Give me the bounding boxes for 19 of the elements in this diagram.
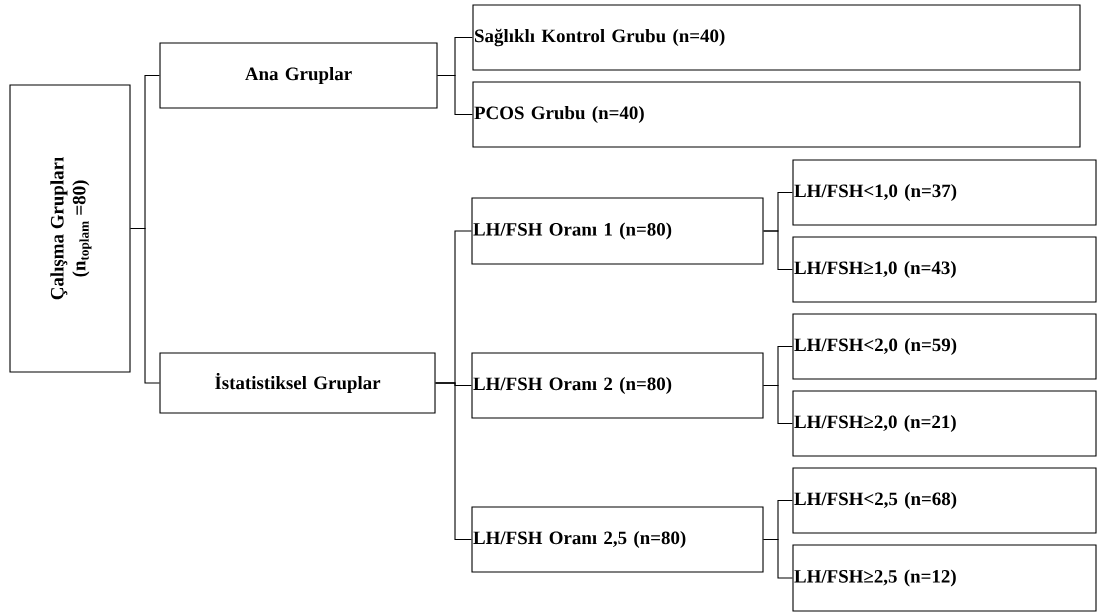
- group-box: İstatistiksel Gruplar: [159, 352, 436, 414]
- group-box: LH/FSH Oranı 2,5 (n=80): [471, 506, 764, 573]
- connector-line: [763, 538, 793, 579]
- connector-line: [763, 230, 793, 271]
- group-box: LH/FSH≥2,0 (n=21): [792, 390, 1097, 457]
- group-box: LH/FSH≥1,0 (n=43): [792, 236, 1097, 303]
- group-box: LH/FSH<1,0 (n=37): [792, 159, 1097, 226]
- connector-line: [435, 382, 472, 541]
- group-box: LH/FSH<2,5 (n=68): [792, 467, 1097, 534]
- connector-line: [437, 74, 473, 116]
- group-box: LH/FSH≥2,5 (n=12): [792, 544, 1097, 612]
- connector-line: [130, 227, 160, 384]
- group-box: LH/FSH<2,0 (n=59): [792, 313, 1097, 380]
- connector-line: [763, 384, 793, 425]
- group-box: LH/FSH Oranı 1 (n=80): [471, 197, 764, 265]
- group-box: PCOS Grubu (n=40): [472, 81, 1081, 148]
- group-box: Ana Gruplar: [159, 42, 438, 109]
- group-box: Sağlıklı Kontrol Grubu (n=40): [472, 4, 1081, 71]
- group-box: LH/FSH Oranı 2 (n=80): [471, 352, 764, 419]
